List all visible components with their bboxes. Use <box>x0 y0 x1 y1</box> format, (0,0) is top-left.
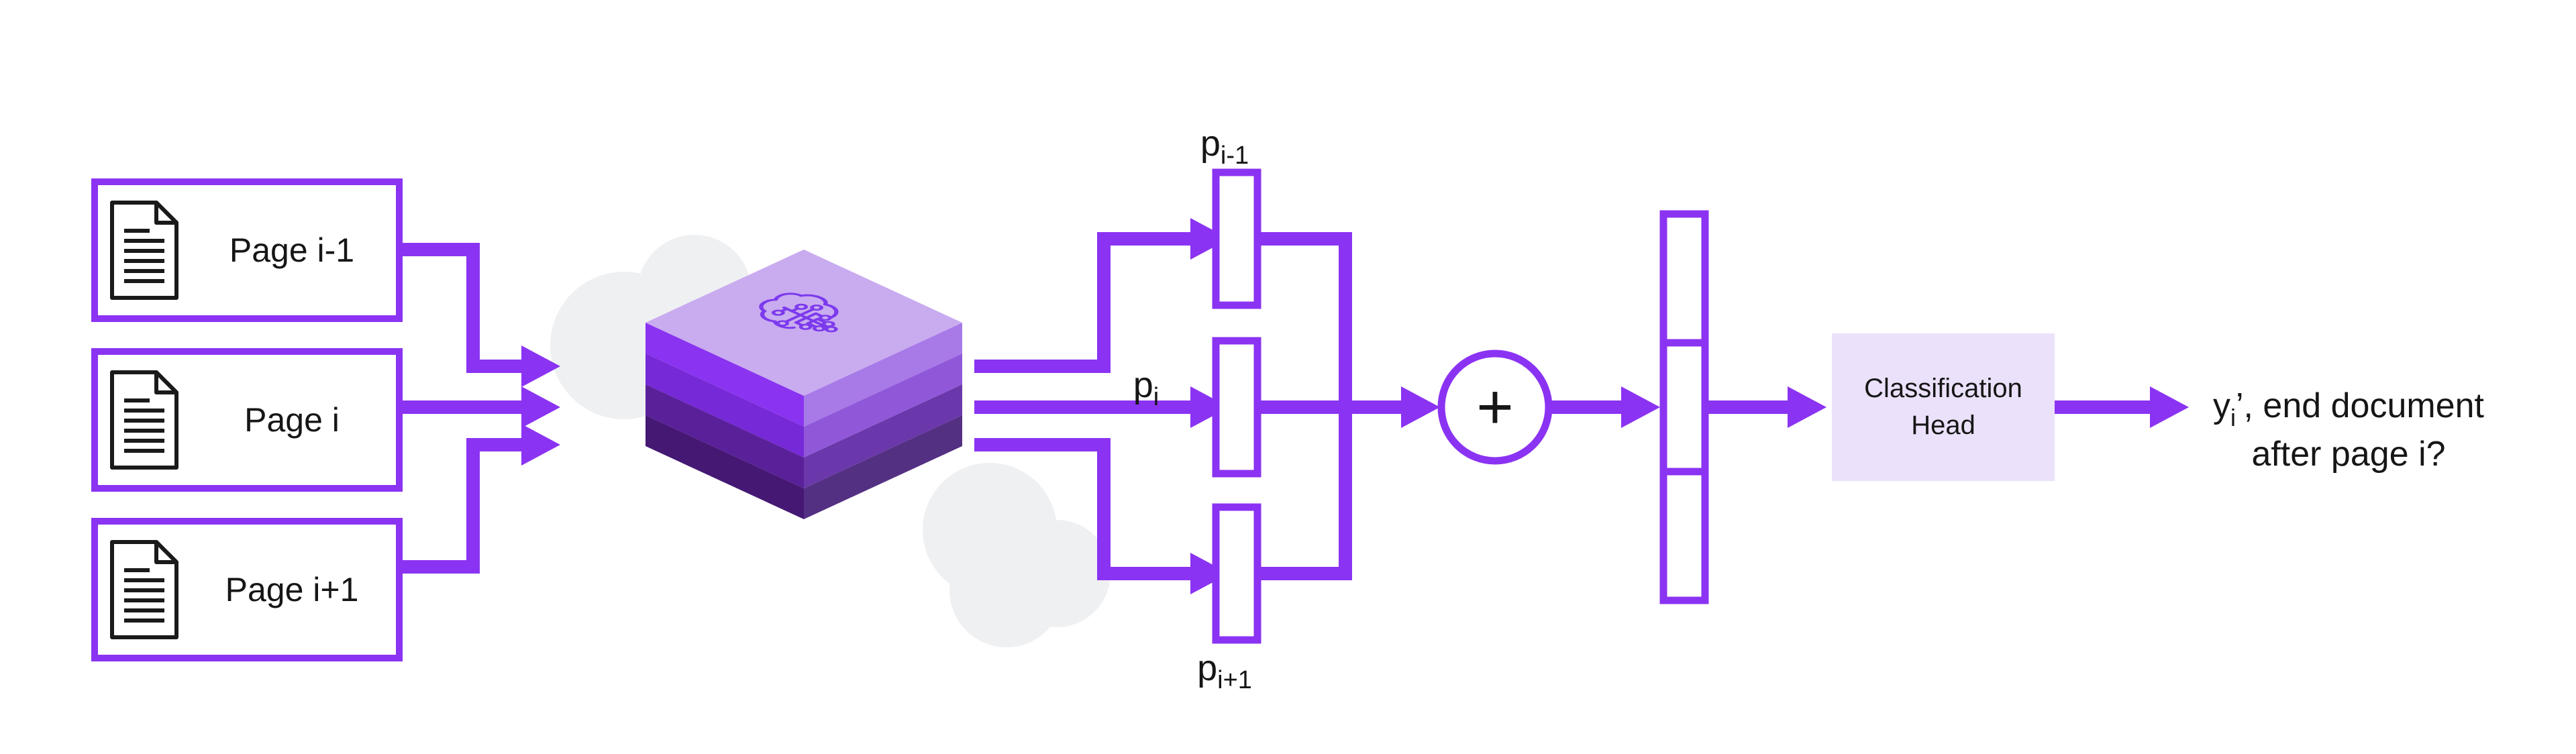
input-box-page-cur: Page i <box>91 348 403 492</box>
connector-model-to-emb-next <box>974 438 1229 594</box>
sum-node: + <box>1437 349 1553 465</box>
document-icon <box>110 370 178 470</box>
concat-vector <box>1659 210 1709 604</box>
embedding-label-cur: pi <box>1133 365 1160 411</box>
classification-head: Classification Head <box>1832 333 2055 481</box>
document-icon <box>110 201 178 300</box>
input-box-page-next: Page i+1 <box>91 518 403 661</box>
connector-head-to-output <box>2055 386 2189 428</box>
classification-head-label-line2: Head <box>1911 411 1975 440</box>
connector-concat-to-head <box>1705 386 1826 428</box>
embedding-box-next <box>1212 503 1261 644</box>
document-icon <box>110 540 178 639</box>
connector-page-prev-to-model <box>403 243 560 387</box>
brain-circuit-icon <box>759 292 839 333</box>
model-cube <box>646 250 962 519</box>
connector-emb-to-sum <box>1257 232 1440 580</box>
connector-model-to-emb-prev <box>974 218 1229 373</box>
connector-page-cur-to-model <box>403 386 560 428</box>
embedding-label-prev: pi-1 <box>1200 123 1249 170</box>
connector-sum-to-concat <box>1549 386 1660 428</box>
embedding-box-cur <box>1212 337 1261 478</box>
embedding-label-next: pi+1 <box>1197 648 1252 694</box>
input-box-page-prev: Page i-1 <box>91 178 403 322</box>
connector-model-to-emb-cur <box>974 386 1229 428</box>
output-line1: yi’, end document <box>2213 386 2485 431</box>
output-text: yi’, end document after page i? <box>2213 386 2485 474</box>
input-label-page-prev: Page i-1 <box>229 231 354 269</box>
input-label-page-next: Page i+1 <box>225 571 359 608</box>
plus-icon: + <box>1476 372 1513 443</box>
embedding-box-prev <box>1212 168 1261 309</box>
cloud-shape-right <box>923 463 1111 647</box>
input-label-page-cur: Page i <box>244 401 340 439</box>
connector-page-next-to-model <box>403 424 560 574</box>
classification-head-label-line1: Classification <box>1864 374 2022 403</box>
output-line2: after page i? <box>2251 435 2445 474</box>
